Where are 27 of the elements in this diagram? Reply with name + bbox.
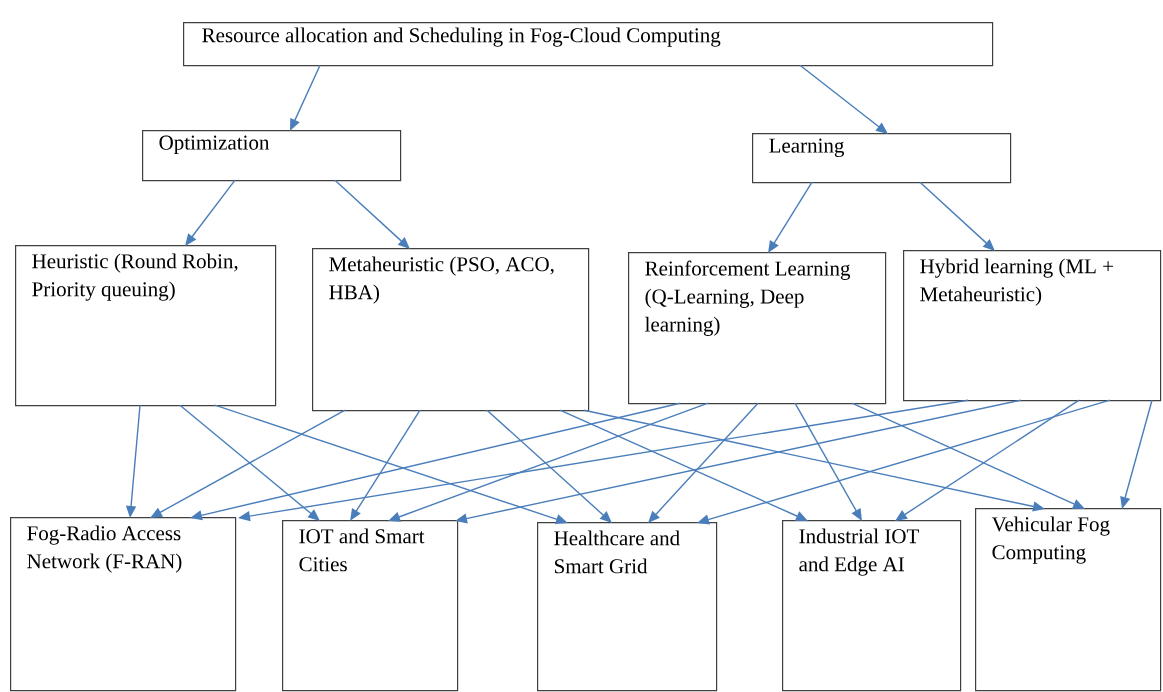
arrow <box>486 409 612 523</box>
method-box: Heuristic (Round Robin, Priority queuing) <box>15 245 277 407</box>
method-box: Metaheuristic (PSO, ACO, HBA) <box>312 248 590 412</box>
arrow <box>799 64 888 134</box>
arrow <box>895 399 1080 521</box>
method-box: Reinforcement Learning (Q-Learning, Deep learning) <box>628 252 887 405</box>
arrow <box>768 181 813 253</box>
arrow <box>150 409 346 518</box>
arrow <box>350 409 421 521</box>
title-box: Resource allocation and Scheduling in Fog-Cloud Computing <box>183 22 994 67</box>
method-box: Hybrid learning (ML + Metaheuristic) <box>903 250 1162 402</box>
arrow <box>794 402 862 521</box>
application-box: Healthcare and Smart Grid <box>537 522 718 692</box>
arrow <box>334 179 410 249</box>
application-box: Industrial IOT and Edge AI <box>782 520 962 692</box>
application-box: IOT and Smart Cities <box>282 520 459 692</box>
application-box: Vehicular Fog Computing <box>975 508 1162 692</box>
application-box: Fog-Radio Access Network (F-RAN) <box>10 517 237 692</box>
arrow <box>559 409 808 521</box>
arrow <box>185 179 236 246</box>
category-box: Optimization <box>142 130 402 182</box>
arrow <box>648 402 759 523</box>
arrow <box>179 404 320 521</box>
arrow <box>919 181 995 251</box>
arrow <box>290 64 321 131</box>
category-box: Learning <box>752 133 1012 184</box>
arrow <box>851 402 1085 509</box>
